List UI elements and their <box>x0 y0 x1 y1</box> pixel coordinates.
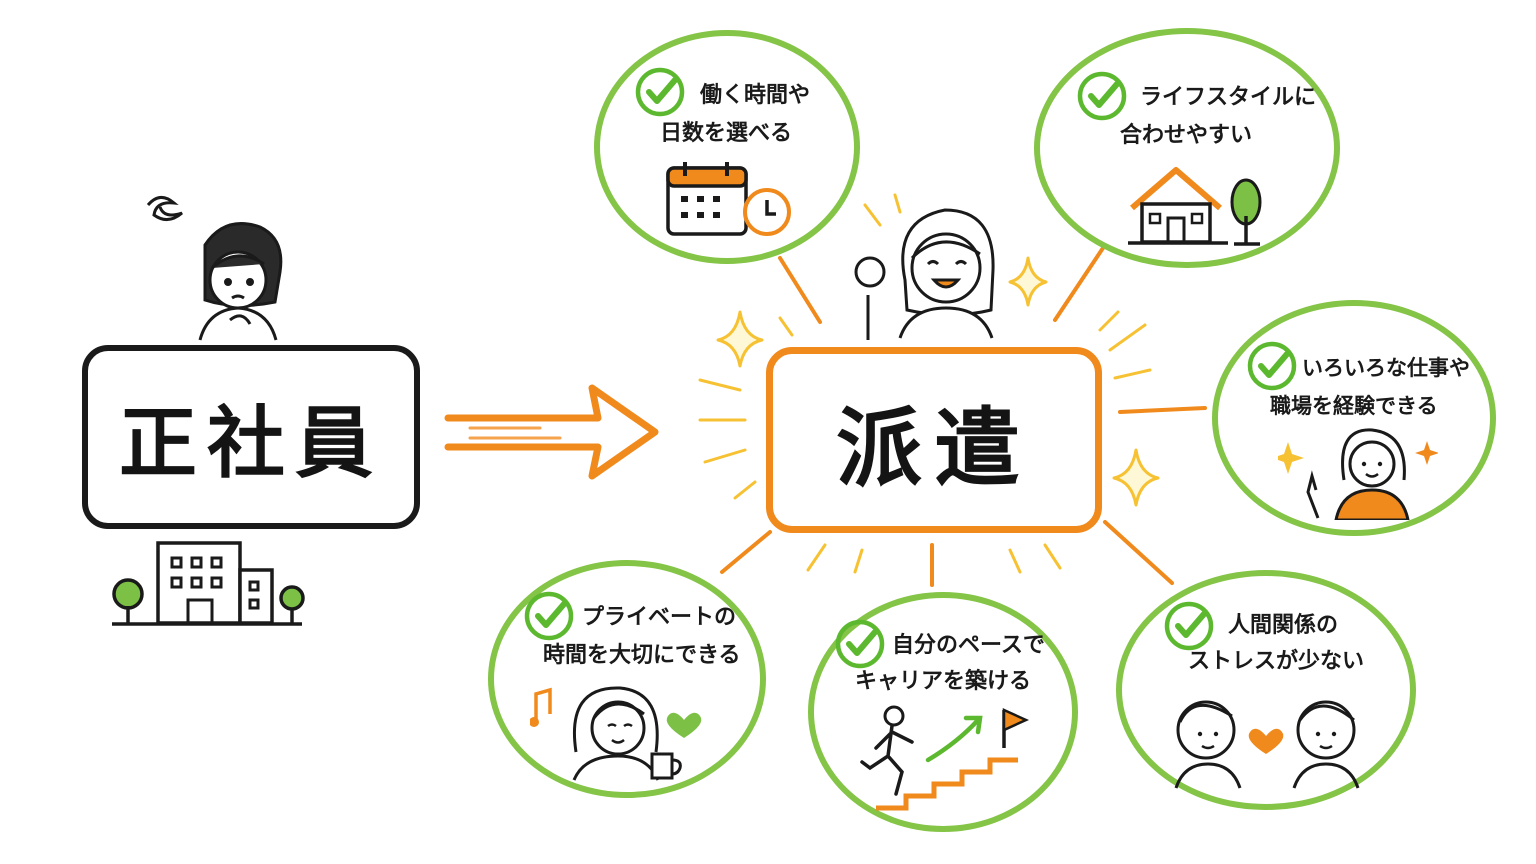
checkmark-icon <box>524 591 574 641</box>
benefit-line2: 合わせやすい <box>1120 123 1253 148</box>
happy-woman-icon <box>854 208 995 340</box>
checkmark-icon <box>1164 601 1214 651</box>
connector-line <box>720 530 772 574</box>
benefit-line1: プライベートの <box>582 605 737 630</box>
checkmark-icon <box>835 619 885 669</box>
ray <box>1043 543 1062 570</box>
benefit-line2: 職場を経験できる <box>1270 394 1438 418</box>
sparkle-icon <box>1008 256 1048 307</box>
checkmark-icon <box>1247 341 1297 391</box>
checkmark-icon <box>1077 71 1127 121</box>
ray <box>1108 323 1147 352</box>
woman-coffee-icon <box>530 686 702 781</box>
checkmark-icon <box>635 67 685 117</box>
benefit-line1: 自分のペースで <box>892 633 1045 658</box>
regular-employee-box: 正社員 <box>82 345 420 529</box>
ray <box>893 193 902 214</box>
music-note-icon <box>534 687 552 722</box>
ray <box>1008 548 1022 574</box>
dispatch-employee-box: 派遣 <box>766 347 1102 533</box>
dispatch-employee-label: 派遣 <box>836 398 1032 499</box>
benefit-line2: 時間を大切にできる <box>543 643 741 668</box>
heart-icon <box>666 712 702 738</box>
ray <box>698 378 742 392</box>
benefit-line2: 日数を選べる <box>660 121 793 146</box>
benefit-line2: ストレスが少ない <box>1188 649 1365 674</box>
connector-line <box>1103 520 1174 585</box>
ray <box>853 548 864 574</box>
benefit-line1: いろいろな仕事や <box>1302 356 1470 380</box>
benefit-bubble-less-stress <box>1116 570 1416 810</box>
coffee-cup-icon <box>650 752 674 780</box>
benefit-bubble-career-pace <box>808 592 1078 832</box>
connector-lines <box>720 243 1207 587</box>
connector-line <box>778 256 822 324</box>
house-tree-icon <box>1128 167 1262 246</box>
connector-line <box>1118 406 1207 414</box>
benefit-line1: 人間関係の <box>1228 613 1339 638</box>
ray <box>703 448 747 464</box>
ray <box>1098 310 1120 332</box>
ray <box>806 543 827 572</box>
ray <box>733 480 757 500</box>
regular-employee-label: 正社員 <box>118 399 383 489</box>
office-building-icon <box>112 541 305 626</box>
ray <box>863 203 882 227</box>
radiant-rays <box>698 193 1152 574</box>
pointing-woman-icon <box>1278 428 1438 520</box>
benefit-line1: ライフスタイルに <box>1140 85 1317 110</box>
ray <box>778 316 794 337</box>
benefit-line1: 働く時間や <box>700 83 811 108</box>
benefit-line2: キャリアを築ける <box>855 669 1032 694</box>
worried-woman-icon <box>146 196 283 341</box>
sparkles <box>716 256 1160 507</box>
calendar-clock-icon <box>666 162 791 236</box>
two-people-heart-icon <box>1174 700 1360 789</box>
ray <box>1113 368 1152 380</box>
sparkle-icon <box>716 310 764 368</box>
sparkle-icon <box>1112 448 1160 507</box>
transition-arrow-icon <box>444 384 659 480</box>
runner-stairs-flag-icon <box>860 705 1030 811</box>
confusion-scribble-icon <box>146 196 183 221</box>
connector-line <box>1053 243 1107 322</box>
